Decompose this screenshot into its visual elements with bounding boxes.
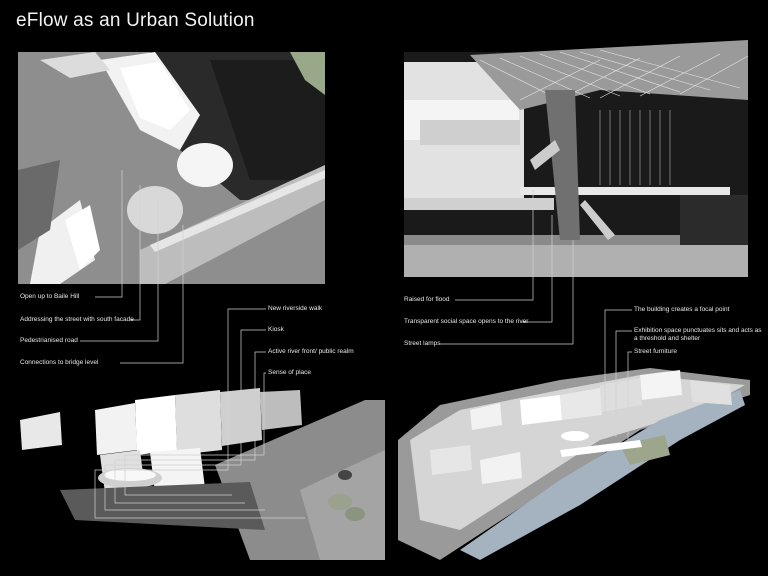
annotation-raised-for-flood: Raised for flood [404,296,450,303]
page-title: eFlow as an Urban Solution [16,10,255,31]
annotation-kiosk: Kiosk [268,326,284,333]
annotation-active-river-front: Active river front/ public realm [268,348,354,355]
aerial-render-left [18,388,385,575]
annotation-street-lamps: Street lamps [404,340,441,347]
annotation-bridge-connections: Connections to bridge level [20,359,99,366]
leader-lines [80,170,632,519]
site-plan-render [18,52,325,284]
aerial-render-right [398,368,750,560]
annotation-sense-of-place: Sense of place [268,369,312,376]
annotation-focal-point: The building creates a focal point [634,306,730,313]
annotation-pedestrianised-road: Pedestrianised road [20,337,78,344]
section-render [404,40,749,277]
annotation-street-furniture: Street furniture [634,348,677,355]
annotation-south-facade: Addressing the street with south facade [20,316,134,323]
annotation-transparent-social-space: Transparent social space opens to the ri… [404,318,529,325]
annotation-exhibition-space: Exhibition space punctuates sits and act… [634,327,762,342]
annotation-riverside-walk: New riverside walk [268,305,323,312]
annotation-open-up-to-baile-hill: Open up to Baile Hill [20,293,80,300]
